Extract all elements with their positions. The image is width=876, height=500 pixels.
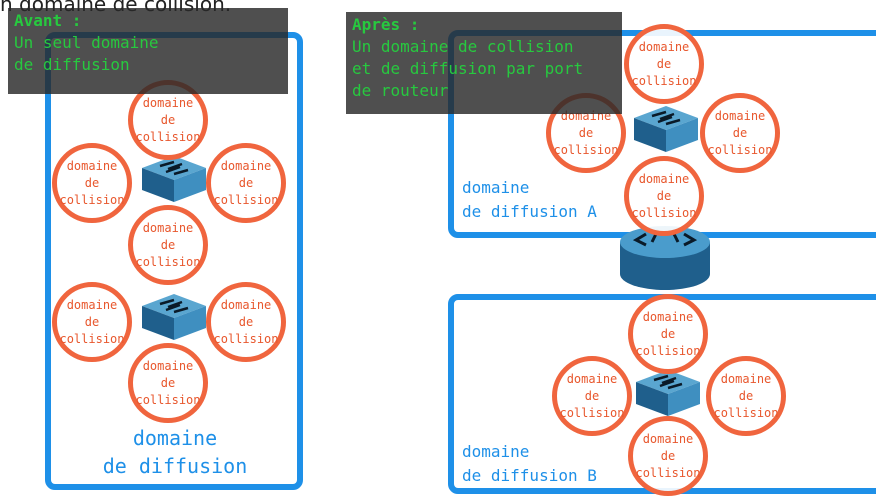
collision-domain: domaine de collision <box>206 143 286 223</box>
note-apres-title: Après : <box>352 15 420 34</box>
broadcast-label-avant: domaine de diffusion <box>102 426 248 478</box>
note-apres: Après : Un domaine de collision et de di… <box>346 12 622 114</box>
note-avant: Avant : Un seul domaine de diffusion <box>8 8 288 94</box>
collision-domain: domaine de collision <box>706 356 786 436</box>
collision-domain: domaine de collision <box>624 24 704 104</box>
collision-domain: domaine de collision <box>128 343 208 423</box>
note-avant-line2: de diffusion <box>14 55 130 74</box>
switch-icon <box>142 156 206 202</box>
collision-domain: domaine de collision <box>52 143 132 223</box>
note-avant-title: Avant : <box>14 11 82 30</box>
note-apres-line2: et de diffusion par port <box>352 59 584 78</box>
switch-icon <box>142 294 206 340</box>
collision-domain: domaine de collision <box>206 282 286 362</box>
collision-domain: domaine de collision <box>628 416 708 496</box>
note-avant-line1: Un seul domaine <box>14 33 159 52</box>
broadcast-label-b: domaine de diffusion B <box>462 442 597 485</box>
note-apres-line3: de routeur <box>352 81 449 100</box>
switch-icon <box>634 106 698 152</box>
note-apres-line1: Un domaine de collision <box>352 37 574 56</box>
router-icon <box>620 226 710 290</box>
collision-domain: domaine de collision <box>628 294 708 374</box>
collision-domain: domaine de collision <box>128 205 208 285</box>
collision-domain: domaine de collision <box>700 93 780 173</box>
collision-domain: domaine de collision <box>624 156 704 236</box>
collision-domain: domaine de collision <box>52 282 132 362</box>
collision-domain: domaine de collision <box>552 356 632 436</box>
broadcast-label-a: domaine de diffusion A <box>462 178 597 221</box>
switch-icon <box>636 370 700 416</box>
